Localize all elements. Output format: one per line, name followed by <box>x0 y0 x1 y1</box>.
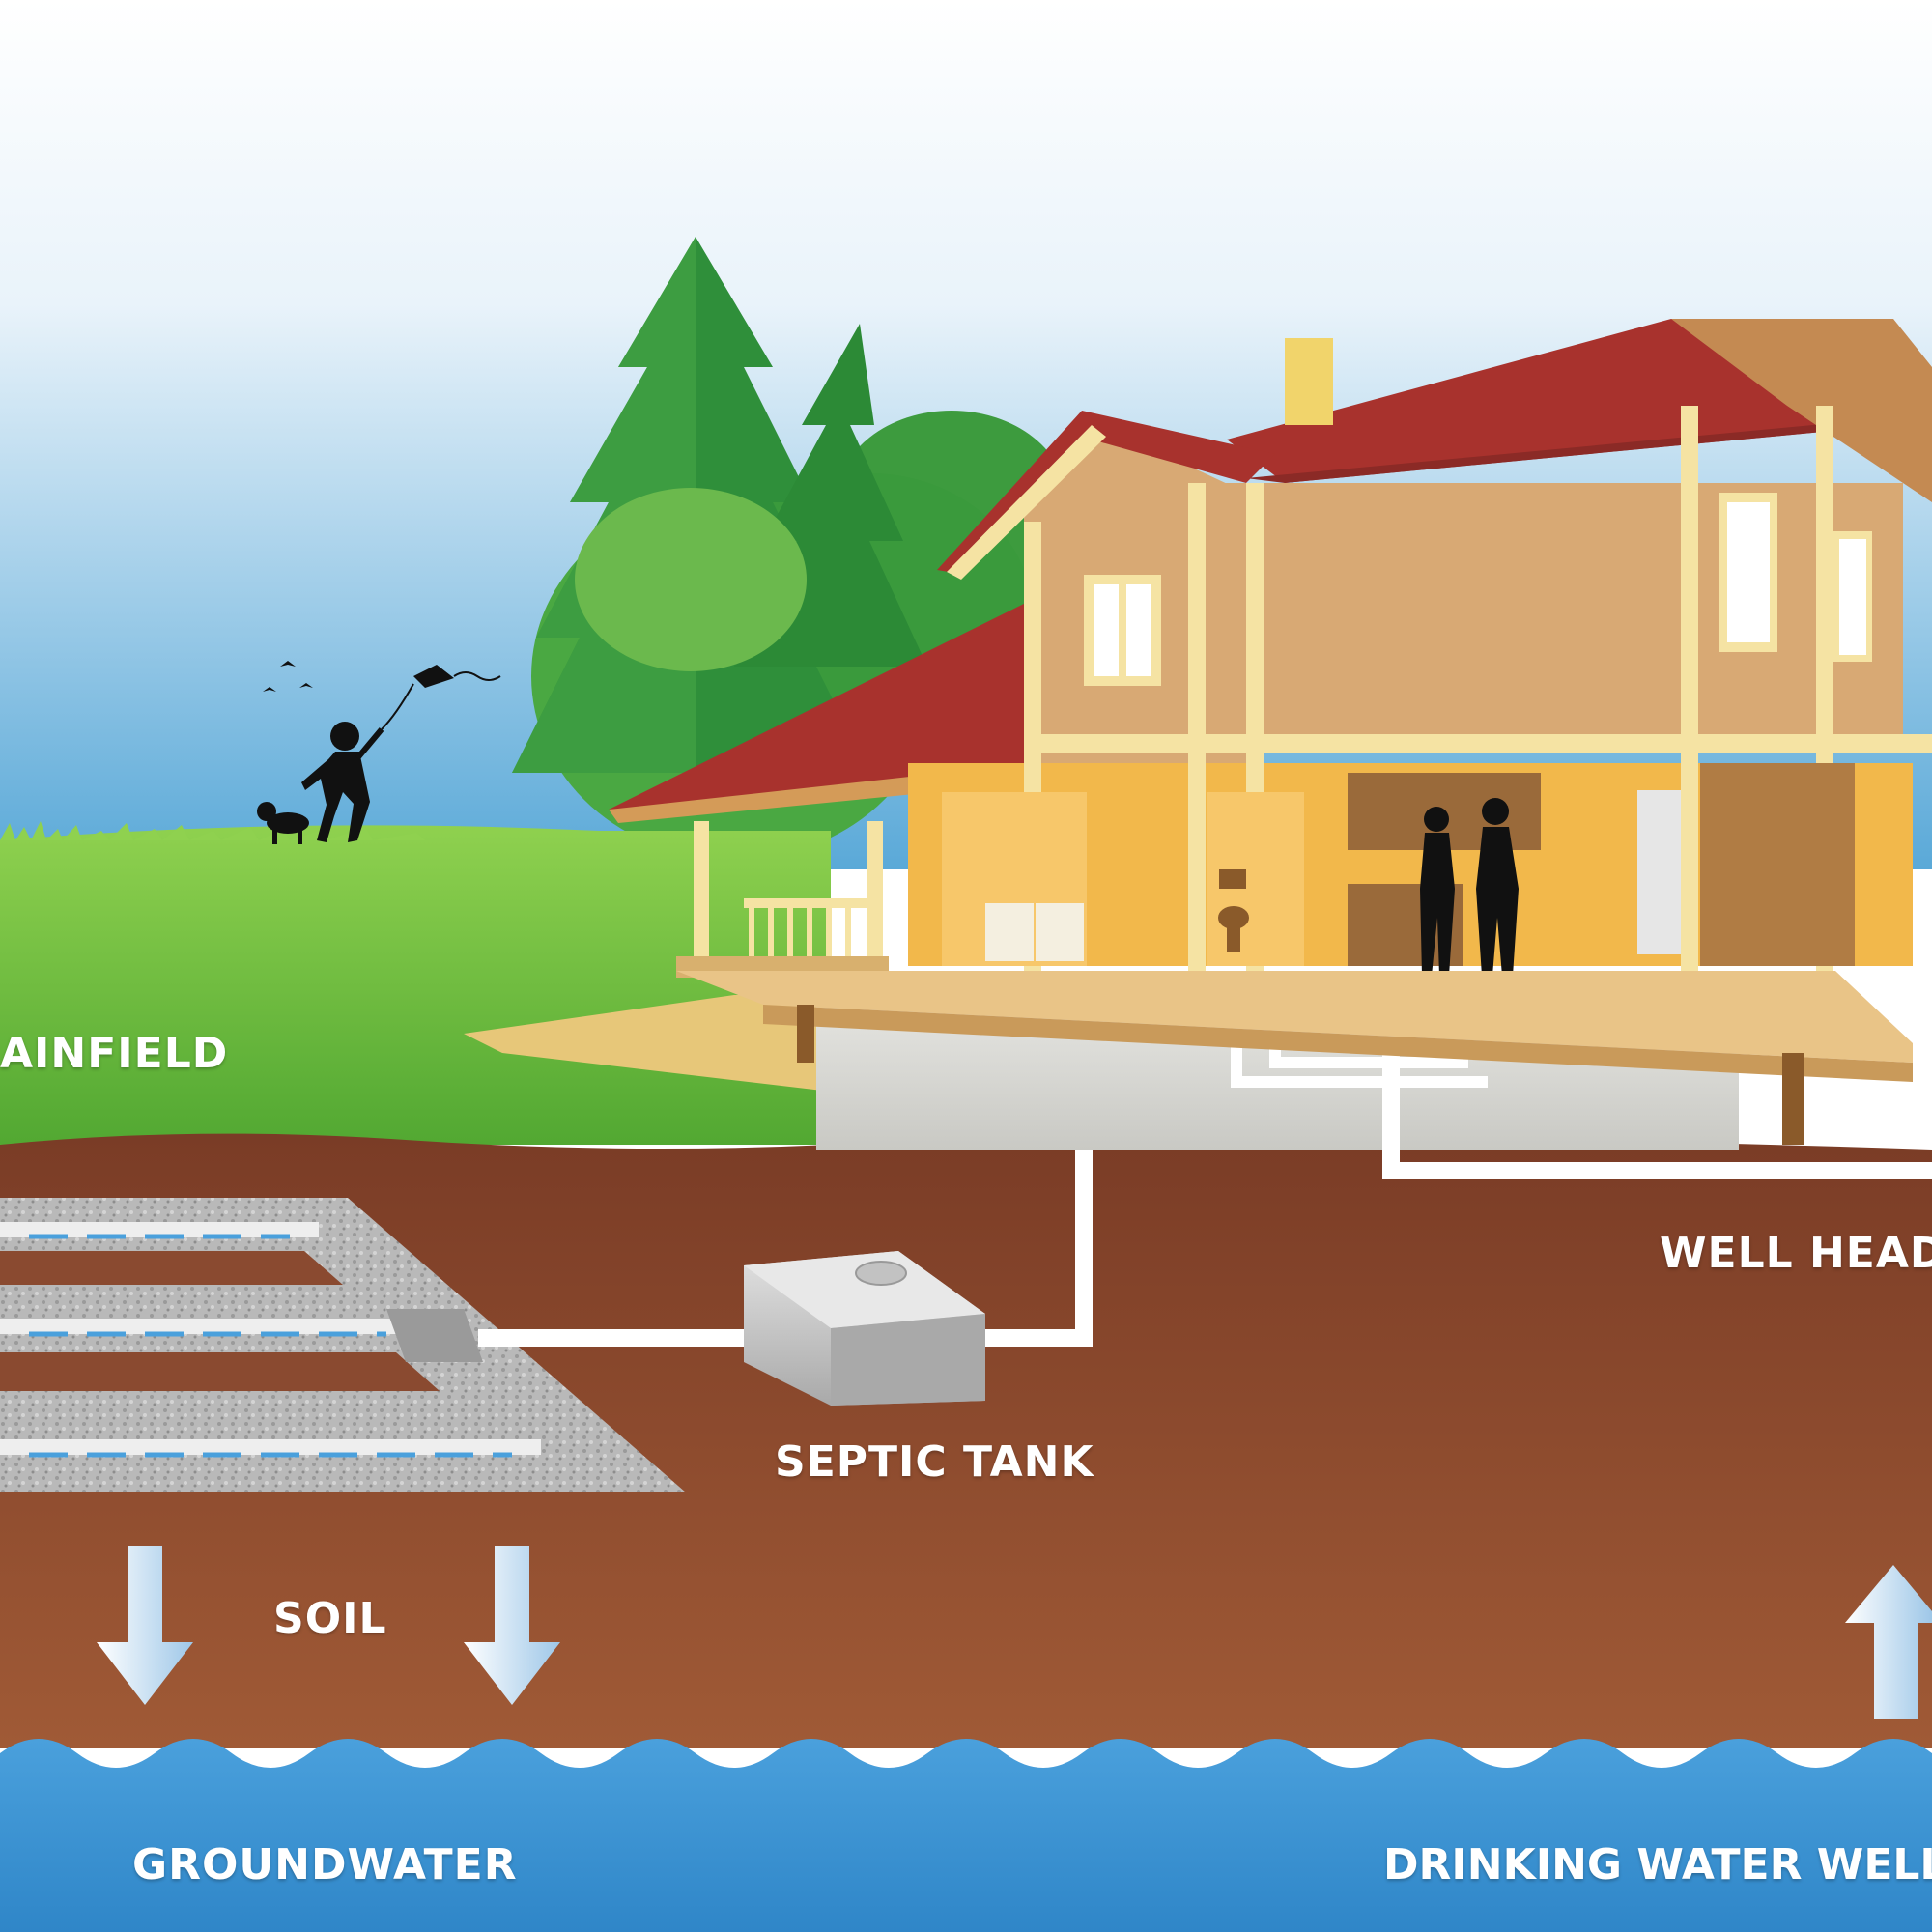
soil-gap <box>0 1251 343 1285</box>
window-icon <box>1833 531 1872 662</box>
soil-layer <box>0 1133 1932 1748</box>
refrigerator-icon <box>1637 790 1681 954</box>
post <box>1681 406 1698 976</box>
front-gable-roof <box>937 411 1275 575</box>
drinking-water-well-label: DRINKING WATER WELL <box>1383 1840 1932 1889</box>
soil-gap <box>0 1352 440 1391</box>
dog-silhouette <box>257 802 309 844</box>
soil-down-arrow-left <box>97 1546 193 1705</box>
post <box>1188 483 1206 976</box>
porch-post <box>694 821 709 956</box>
porch-railing <box>744 898 869 956</box>
gable-trim <box>947 425 1106 580</box>
septic-tank-label: SEPTIC TANK <box>775 1437 1094 1487</box>
couple-silhouette <box>1420 798 1519 976</box>
house-cutaway <box>609 319 1932 1145</box>
kid-with-kite-silhouette <box>301 665 501 842</box>
birds-icon <box>263 661 313 692</box>
floor-edge <box>763 1005 1913 1082</box>
window-icon <box>1084 575 1161 686</box>
groundwater-label: GROUNDWATER <box>132 1840 518 1889</box>
walkway <box>464 995 831 1092</box>
window-icon <box>1719 493 1777 652</box>
distribution-pipe <box>0 1319 415 1334</box>
groundwater-layer <box>0 1739 1932 1932</box>
distribution-pipe <box>0 1439 541 1455</box>
washer-dryer-icon <box>985 903 1084 961</box>
well-head-label: WELL HEAD <box>1660 1229 1932 1278</box>
distribution-pipe <box>0 1222 319 1237</box>
well-supply-pipe <box>1382 1048 1932 1179</box>
soil-down-arrow-right <box>464 1546 560 1705</box>
right-room <box>1700 763 1855 966</box>
porch-post <box>867 821 883 956</box>
right-gable <box>1671 319 1932 502</box>
main-floor-deck <box>676 971 1913 1063</box>
drainfield-trenches <box>0 1198 686 1492</box>
tank-lid <box>855 1261 907 1286</box>
toilet-icon <box>1218 869 1249 952</box>
floor-beam <box>1024 734 1932 753</box>
septic-tank <box>744 1251 985 1406</box>
main-roof-shade <box>1246 420 1893 483</box>
distribution-box <box>386 1309 483 1362</box>
support-post <box>1782 1053 1804 1145</box>
well-up-arrow <box>1845 1565 1932 1719</box>
outlet-pipe <box>478 1329 758 1347</box>
chimney <box>1285 338 1333 425</box>
support-post <box>797 1005 814 1063</box>
soil-label: SOIL <box>273 1594 387 1643</box>
porch-roof <box>609 599 1034 810</box>
drainfield-label: AINFIELD <box>0 1029 229 1078</box>
bush-light <box>575 488 807 671</box>
